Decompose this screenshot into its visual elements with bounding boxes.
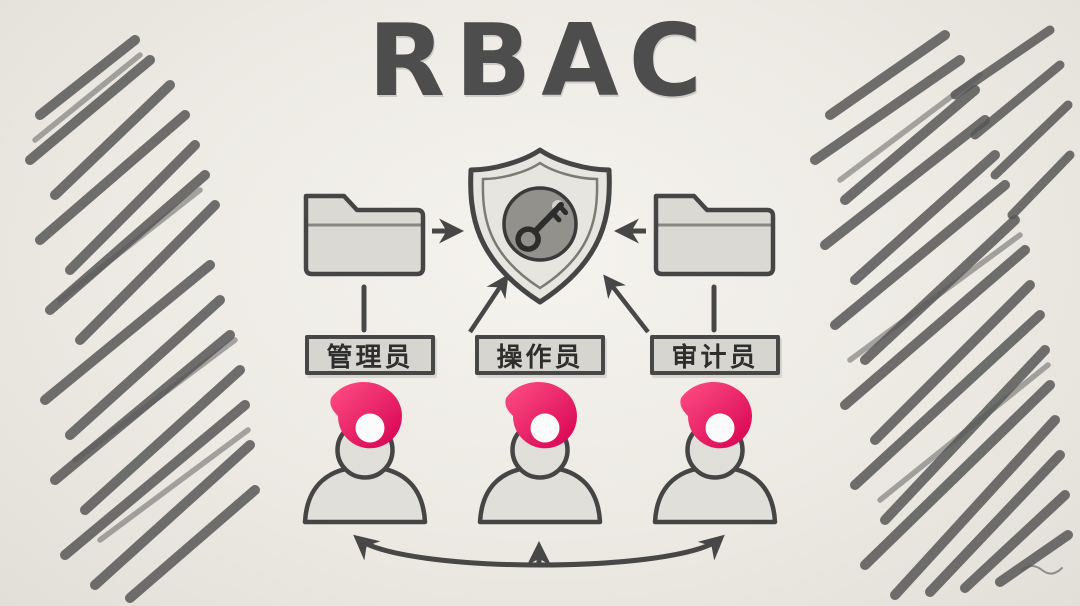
scribbles-left-decoration — [25, 35, 260, 603]
page-title: RBAC — [367, 2, 712, 119]
shield-key-icon — [468, 147, 612, 305]
key-icon — [515, 201, 569, 252]
users-link-arrow — [353, 534, 725, 568]
role-label-admin: 管理员 — [305, 335, 435, 375]
arrow-role-to-shield-left — [468, 274, 509, 334]
scribbles-right-decoration — [810, 25, 1075, 600]
folder-left-icon — [306, 196, 423, 274]
role-label-operator: 操作员 — [475, 335, 605, 375]
role-label-auditor: 审计员 — [650, 335, 780, 375]
arrow-role-to-shield-right — [603, 274, 650, 334]
folder-right-icon — [656, 196, 773, 274]
